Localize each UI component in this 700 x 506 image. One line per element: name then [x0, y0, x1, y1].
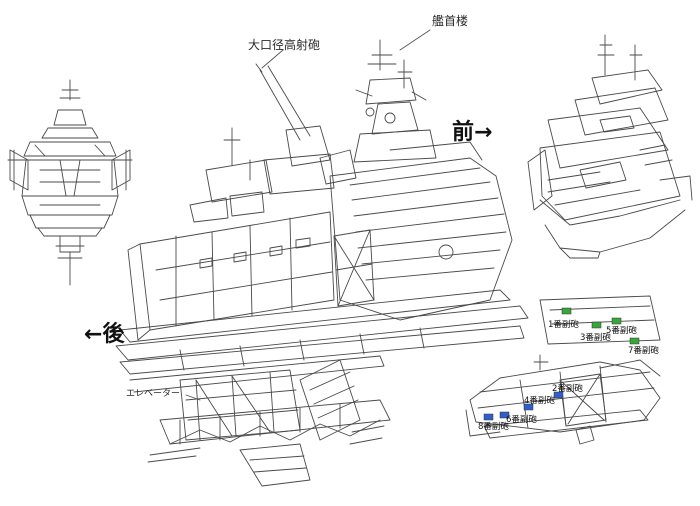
gun-4-label: 4番副砲 [524, 396, 555, 406]
gun-8-label: 8番副砲 [478, 422, 509, 432]
gun-1-label: 1番副砲 [548, 320, 579, 330]
front-text: 前 [452, 120, 475, 145]
main-three-quarter-sketch [115, 39, 529, 487]
elevator-label: エレベーター [126, 389, 181, 399]
front-view-sketch [527, 34, 693, 259]
secondary-gun-markers [483, 307, 640, 421]
gun-3-label: 3番副砲 [580, 333, 611, 343]
gun-5-label: 5番副砲 [606, 326, 637, 336]
gun-6-marker [499, 411, 510, 419]
gun-5-marker [611, 317, 622, 325]
front-marker: 前→ [452, 114, 492, 146]
back-text: 後 [102, 322, 125, 347]
main-gun-label: 大口径高射砲 [248, 38, 321, 52]
gun-2-marker [553, 391, 564, 399]
rear-view-sketch [7, 79, 133, 286]
gun-1-marker [561, 307, 572, 315]
bridge-label: 艦首楼 [432, 14, 469, 28]
front-arrow-glyph: → [474, 120, 493, 145]
gun-6-label: 6番副砲 [506, 415, 537, 425]
gun-2-label: 2番副砲 [552, 384, 583, 394]
gun-4-marker [523, 403, 534, 411]
gun-7-label: 7番副砲 [628, 346, 659, 356]
gun-7-marker [629, 337, 640, 345]
back-arrow-glyph: ← [84, 322, 103, 347]
gun-8-marker [483, 413, 494, 421]
side-view-sketch [465, 295, 661, 445]
gun-3-marker [591, 321, 602, 329]
back-marker: ←後 [84, 316, 124, 348]
